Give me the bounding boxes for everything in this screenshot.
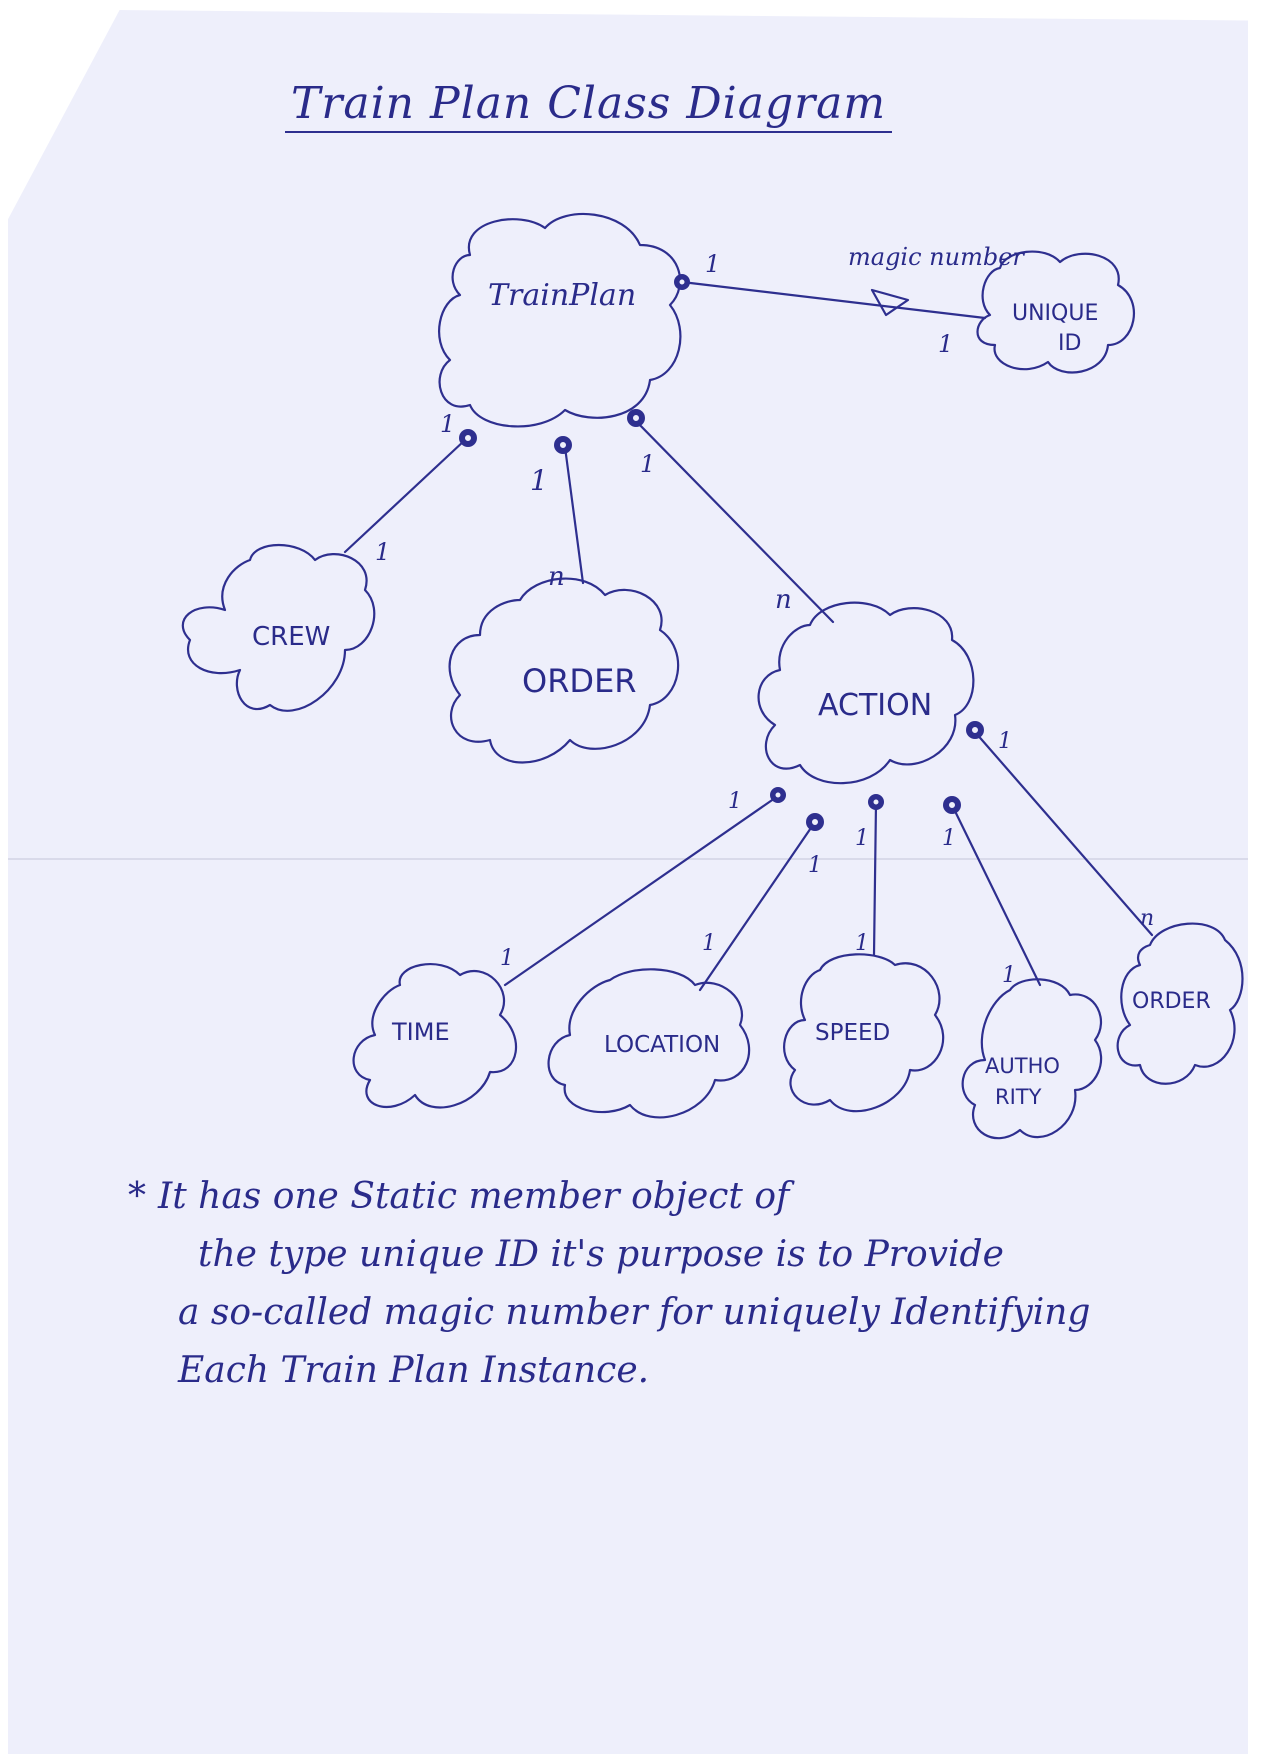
multiplicity-labels: 1 1 1 1 1 n 1 n 1 1 1 1 1 1 1 1 1 n: [375, 250, 1154, 988]
mult-order-trainplan: n: [548, 562, 565, 592]
line-trainplan-uniqueid: [680, 280, 987, 320]
crew-label: CREW: [252, 622, 330, 652]
class-labels: TrainPlan UNIQUE ID CREW ORDER ACTION TI…: [252, 278, 1211, 1109]
mult-uid-trainplan: 1: [938, 330, 953, 358]
order-bottom-cloud: [1116, 922, 1244, 1085]
arrowhead-icon: [870, 288, 910, 317]
crew-cloud: [181, 543, 376, 712]
speed-cloud: [783, 953, 945, 1113]
authority-label-line2: RITY: [995, 1085, 1042, 1109]
action-cloud: [757, 601, 975, 785]
mult-action-speed: 1: [855, 826, 869, 851]
mult-action-location: 1: [808, 853, 822, 878]
association-lines: [343, 280, 1154, 992]
line-action-speed: [872, 801, 878, 957]
knob-icon: [770, 787, 786, 803]
line-trainplan-order: [563, 445, 585, 585]
note-line-1: * It has one Static member object of: [128, 1168, 1208, 1226]
handwritten-note: * It has one Static member object of the …: [128, 1168, 1208, 1400]
knob-icon: [554, 436, 572, 454]
line-trainplan-action: [633, 418, 835, 624]
mult-order-action: n: [1140, 906, 1154, 931]
uniqueid-label-line1: UNIQUE: [1012, 301, 1098, 326]
mult-trainplan-action: 1: [640, 450, 655, 478]
note-line-4: Each Train Plan Instance.: [178, 1350, 650, 1391]
authority-cloud: [961, 978, 1103, 1140]
line-trainplan-crew: [343, 438, 467, 554]
magic-number-label: magic number: [848, 243, 1025, 271]
paper-fold-line: [8, 858, 1248, 860]
note-line-3: a so-called magic number for uniquely Id…: [178, 1292, 1091, 1333]
mult-action-order: 1: [998, 729, 1012, 754]
location-label: LOCATION: [604, 1032, 720, 1058]
uniqueid-cloud: [976, 250, 1135, 374]
mult-speed-action: 1: [855, 931, 869, 956]
time-cloud: [352, 963, 518, 1109]
mult-action-time: 1: [728, 789, 742, 814]
location-cloud: [547, 968, 751, 1119]
note-bullet: *: [128, 1176, 146, 1217]
line-action-location: [698, 820, 817, 992]
note-line-2: the type unique ID it's purpose is to Pr…: [198, 1234, 1004, 1275]
composition-knobs: [459, 274, 984, 831]
uniqueid-label-line2: ID: [1058, 331, 1081, 356]
order-top-label: ORDER: [522, 662, 637, 700]
class-clouds: [181, 212, 1244, 1140]
knob-icon: [868, 794, 884, 810]
knob-icon: [806, 813, 824, 831]
mult-action-trainplan: n: [775, 585, 792, 615]
speed-label: SPEED: [815, 1020, 890, 1046]
authority-label-line1: AUTHO: [985, 1054, 1060, 1078]
mult-crew-trainplan: 1: [375, 538, 390, 566]
mult-authority-action: 1: [1002, 963, 1016, 988]
mult-trainplan-uid: 1: [705, 250, 720, 278]
note-line-1-text: It has one Static member object of: [158, 1176, 790, 1217]
mult-location-action: 1: [702, 931, 716, 956]
time-label: TIME: [391, 1018, 450, 1046]
knob-icon: [674, 274, 690, 290]
trainplan-cloud: [438, 212, 682, 428]
knob-icon: [943, 796, 961, 814]
diagram-title: Train Plan Class Diagram: [285, 78, 893, 133]
order-bottom-label: ORDER: [1132, 989, 1211, 1014]
line-action-order: [973, 730, 1154, 937]
mult-time-action: 1: [500, 946, 514, 971]
knob-icon: [966, 721, 984, 739]
paper-sheet: [8, 10, 1248, 1754]
mult-trainplan-crew: 1: [440, 410, 455, 438]
trainplan-label: TrainPlan: [488, 278, 636, 313]
knob-icon: [459, 429, 477, 447]
action-label: ACTION: [818, 688, 932, 723]
line-action-time: [503, 794, 780, 987]
mult-trainplan-order: 1: [530, 464, 548, 497]
line-action-authority: [950, 803, 1042, 987]
order-top-cloud: [448, 577, 680, 764]
knob-icon: [627, 409, 645, 427]
mult-action-authority: 1: [942, 826, 956, 851]
